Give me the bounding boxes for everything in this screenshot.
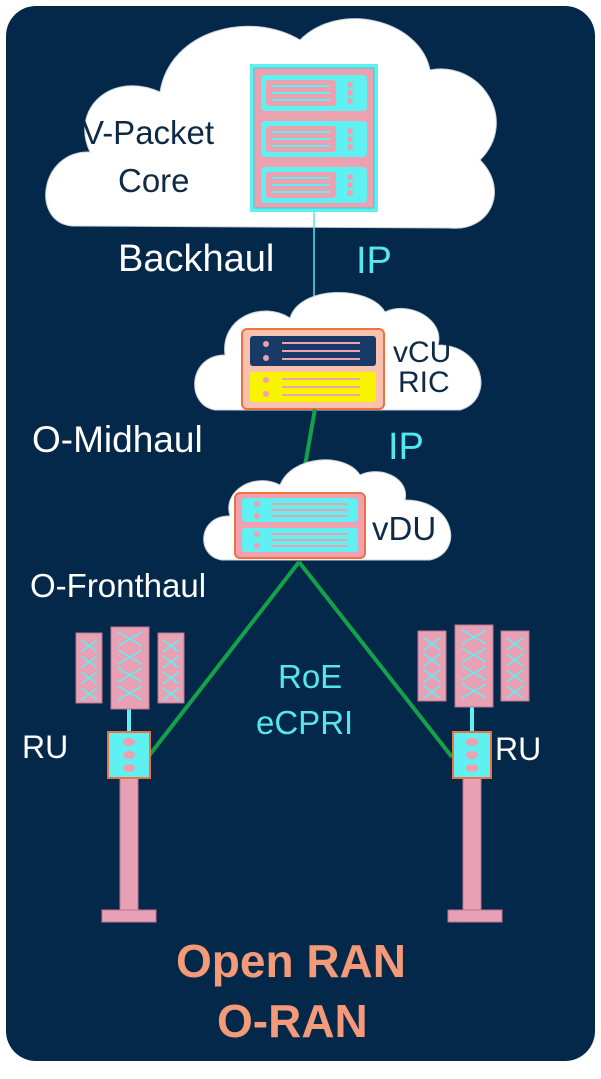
midhaul-label: O-Midhaul	[32, 419, 203, 460]
fronthaul-link-left	[146, 560, 301, 759]
core-label-line1: V-Packet	[82, 114, 215, 151]
title-line1: Open RAN	[176, 935, 406, 987]
fronthaul-label: O-Fronthaul	[30, 567, 207, 604]
cu-label-line1: vCU	[393, 336, 452, 369]
backhaul-protocol-label: IP	[356, 240, 392, 282]
backhaul-label: Backhaul	[118, 238, 275, 280]
fronthaul-protocol-line2: eCPRI	[256, 704, 354, 741]
cu-server-icon	[241, 328, 385, 410]
fronthaul-protocol-line1: RoE	[278, 658, 343, 695]
core-label-line2: Core	[118, 162, 190, 199]
core-server-icon	[250, 64, 378, 212]
fronthaul-link-right	[297, 560, 454, 759]
ru-right-label: RU	[495, 731, 542, 767]
du-label: vDU	[372, 510, 437, 547]
title-line2: O-RAN	[217, 995, 368, 1047]
right-cell-tower-icon	[417, 624, 530, 923]
cu-label-line2: RIC	[398, 366, 450, 399]
du-server-icon	[234, 492, 366, 559]
left-cell-tower-icon	[75, 626, 185, 923]
midhaul-protocol-label: IP	[388, 426, 424, 468]
ru-left-label: RU	[22, 729, 69, 765]
